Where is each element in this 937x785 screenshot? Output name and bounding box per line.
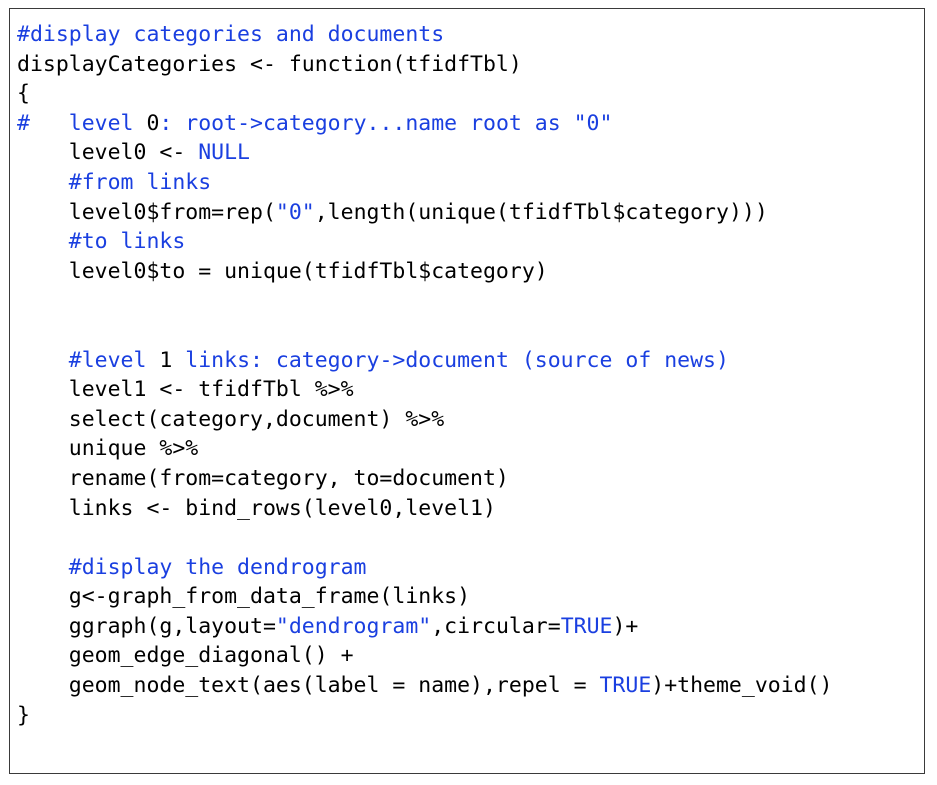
code-token: displayCategories <- function(tfidfTbl) [17,51,522,77]
code-line: select(category,document) %>% [17,405,832,435]
code-line: #to links [17,227,832,257]
code-comment: #to links [17,229,186,255]
code-token: level0 <- [17,140,199,166]
code-line: #from links [17,168,832,198]
code-comment: #level [17,347,160,373]
code-constant: TRUE [599,673,652,699]
code-string: "0" [275,199,315,225]
code-panel: #display categories and documents display… [9,8,925,774]
code-line: level0$from=rep("0",length(unique(tfidfT… [17,198,832,228]
code-line: level0$to = unique(tfidfTbl$category) [17,257,832,287]
code-constant: TRUE [560,613,613,639]
code-listing: #display categories and documents display… [17,20,832,730]
code-token: links <- bind_rows(level0,level1) [17,495,496,521]
code-comment: # level [17,110,147,136]
code-line: links <- bind_rows(level0,level1) [17,494,832,524]
code-line: level0 <- NULL [17,138,832,168]
code-line: level1 <- tfidfTbl %>% [17,375,832,405]
code-line: geom_node_text(aes(label = name),repel =… [17,671,833,701]
code-comment: #display the dendrogram [17,554,367,580]
code-token: )+theme_void() [651,673,833,699]
code-line [17,286,832,316]
code-line: ggraph(g,layout="dendrogram",circular=TR… [17,612,832,642]
code-token: 0 [146,110,160,136]
code-line: unique %>% [17,434,832,464]
code-comment: #display categories and documents [17,22,445,47]
code-token: level1 <- tfidfTbl %>% [17,377,354,403]
code-token: select(category,document) %>% [17,406,445,432]
code-line: rename(from=category, to=document) [17,464,832,494]
code-token: unique %>% [17,436,199,462]
code-line [17,316,832,346]
code-line: #level 1 links: category->document (sour… [17,346,832,376]
code-token: g<-graph_from_data_frame(links) [17,584,471,610]
code-token: { [17,81,30,107]
code-comment: : root->category...name root as "0" [159,110,613,136]
code-comment: #from links [17,169,212,195]
code-string: "dendrogram" [275,613,432,639]
code-token: } [17,702,30,728]
code-comment: links: category->document (source of new… [172,347,729,373]
code-token: geom_node_text(aes(label = name),repel = [17,673,600,699]
code-token: ,length(unique(tfidfTbl$category))) [314,199,768,225]
code-line: displayCategories <- function(tfidfTbl) [17,50,832,80]
code-line: # level 0: root->category...name root as… [17,109,832,139]
code-constant: NULL [198,140,250,166]
code-token: ,circular= [431,613,561,639]
code-token: geom_edge_diagonal() + [17,643,354,669]
code-token: rename(from=category, to=document) [17,465,509,491]
code-token: )+ [612,613,639,639]
code-line: { [17,79,832,109]
code-line: geom_edge_diagonal() + [17,641,832,671]
code-token: ggraph(g,layout= [17,613,276,639]
code-line: g<-graph_from_data_frame(links) [17,582,832,612]
code-token: level0$from=rep( [17,199,276,225]
code-line [17,523,832,553]
code-line: #display the dendrogram [17,553,832,583]
code-token: level0$to = unique(tfidfTbl$category) [17,258,548,284]
code-line: } [17,701,832,731]
code-line: #display categories and documents [17,20,832,50]
code-token: 1 [159,347,173,373]
